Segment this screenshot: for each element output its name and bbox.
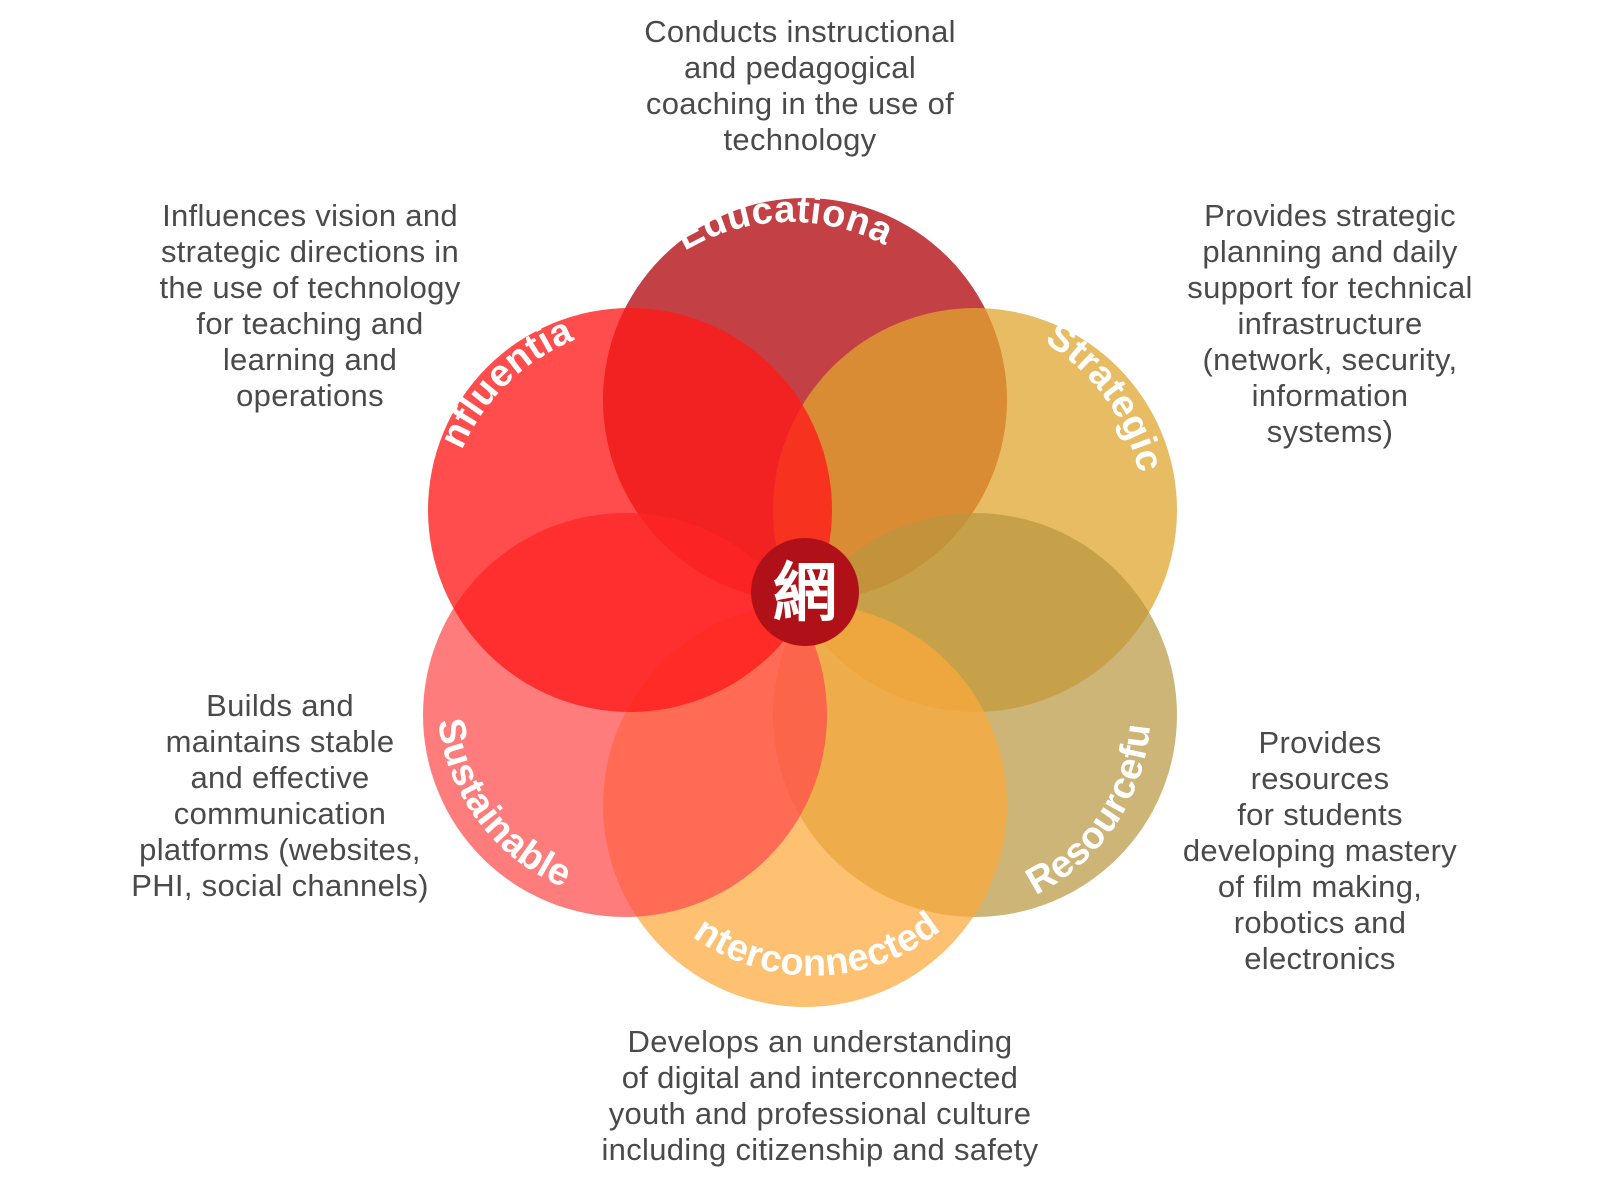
influential-circle bbox=[428, 308, 832, 712]
educational-description: Conducts instructional and pedagogical c… bbox=[644, 14, 956, 157]
influential-description: Influences vision and strategic directio… bbox=[159, 198, 461, 413]
center-logo-badge bbox=[751, 538, 859, 646]
sustainable-description: Builds and maintains stable and effectiv… bbox=[131, 688, 429, 903]
petal-circles bbox=[423, 198, 1177, 1007]
interconnected-description: Develops an understanding of digital and… bbox=[601, 1024, 1039, 1167]
resourceful-description: Provides resources for students developi… bbox=[1182, 725, 1458, 976]
strategic-description: Provides strategic planning and daily su… bbox=[1187, 198, 1473, 449]
center-logo-glyph: 網 bbox=[773, 556, 837, 631]
center-logo: 網 bbox=[751, 538, 859, 646]
